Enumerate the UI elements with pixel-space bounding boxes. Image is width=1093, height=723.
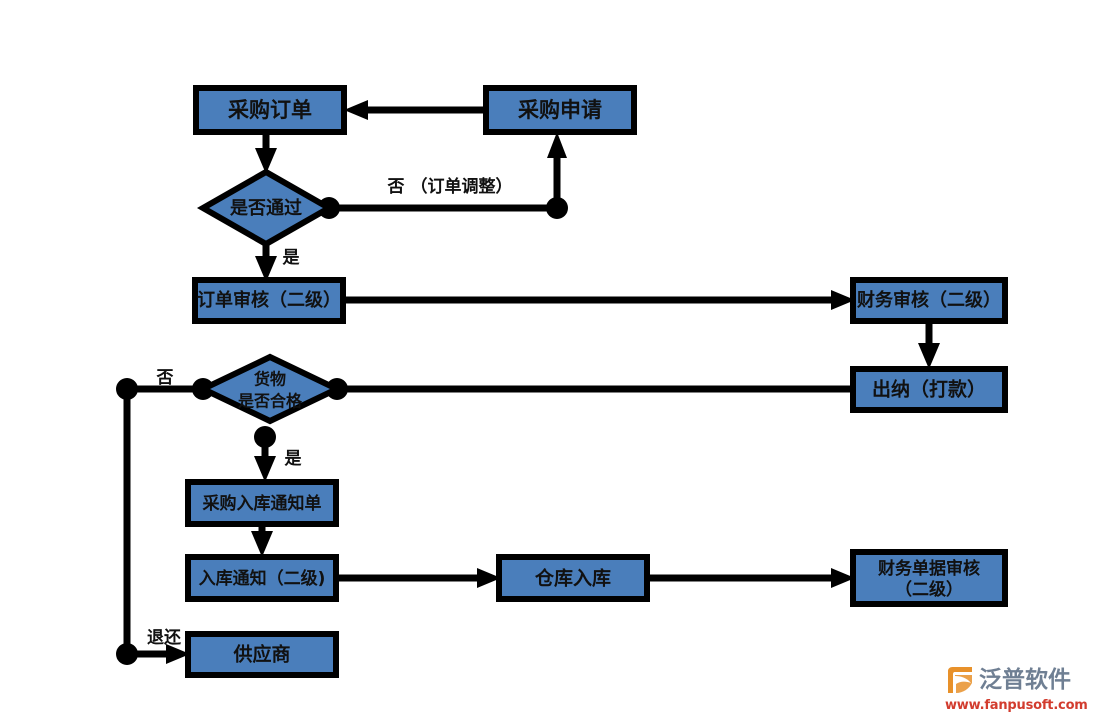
junction-dot-return-bottom xyxy=(116,643,138,665)
node-label-purchase-request: 采购申请 xyxy=(518,98,602,122)
edge-approved-yes-to-audit xyxy=(255,244,277,282)
node-label-goods-qualified-line2: 是否合格 xyxy=(237,392,303,411)
junction-dot-goods-bottom xyxy=(254,426,276,448)
node-label-purchase-order: 采购订单 xyxy=(228,98,312,122)
fanpu-logo-icon xyxy=(948,667,972,693)
node-label-inbound-notice-l2: 入库通知（二级) xyxy=(199,568,326,589)
edge-order-to-approved xyxy=(255,132,277,174)
brand-logo-row: 泛普软件 xyxy=(945,663,1085,697)
edges-layer xyxy=(116,100,940,665)
node-supplier[interactable]: 供应商 xyxy=(185,631,339,678)
junction-dot-request-return xyxy=(546,197,568,219)
edge-inbound-to-notice xyxy=(251,524,273,557)
edge-request-to-order xyxy=(344,100,486,120)
node-order-audit-l2[interactable]: 订单审核（二级） xyxy=(192,277,346,324)
edge-warehouse-to-docaudit xyxy=(647,568,855,588)
edge-approved-no-to-request xyxy=(318,132,568,219)
node-label-cashier-payment: 出纳（打款） xyxy=(872,378,986,401)
nodes-layer: 采购订单 采购申请 是否通过 订单审核（二级） 财务审核（二级） xyxy=(185,85,1008,678)
node-label-goods-qualified-line1: 货物 xyxy=(254,370,286,389)
node-is-approved[interactable]: 是否通过 xyxy=(196,168,336,248)
node-label-is-approved: 是否通过 xyxy=(229,197,302,219)
node-purchase-inbound[interactable]: 采购入库通知单 xyxy=(185,479,339,527)
node-label-finance-audit-l2: 财务审核（二级） xyxy=(857,289,1001,311)
node-inbound-notice-l2[interactable]: 入库通知（二级) xyxy=(185,554,339,602)
node-label-finance-doc-audit-line2: （二级） xyxy=(895,579,963,600)
edge-finance-to-cashier xyxy=(918,321,940,369)
edge-goods-to-cashier xyxy=(326,378,853,400)
node-label-finance-doc-audit-line1: 财务单据审核 xyxy=(877,558,980,579)
edge-label-no-order-adjust: 否 （订单调整） xyxy=(387,176,513,197)
node-label-order-audit-l2: 订单审核（二级） xyxy=(197,289,341,311)
edge-notice-to-warehouse xyxy=(336,568,501,588)
edge-label-yes-qualified: 是 xyxy=(285,449,302,469)
node-label-warehouse-inbound: 仓库入库 xyxy=(534,567,611,590)
node-finance-audit-l2[interactable]: 财务审核（二级） xyxy=(850,277,1008,324)
node-label-supplier: 供应商 xyxy=(232,643,290,666)
brand-name: 泛普软件 xyxy=(979,666,1071,693)
edge-label-no-unqualified: 否 xyxy=(156,368,174,388)
node-finance-doc-audit[interactable]: 财务单据审核 （二级） xyxy=(850,549,1008,607)
junction-dot-return-top xyxy=(116,378,138,400)
brand-logo: 泛普软件 www.fanpusoft.com xyxy=(945,663,1088,715)
brand-url: www.fanpusoft.com xyxy=(945,698,1088,713)
node-purchase-request[interactable]: 采购申请 xyxy=(483,85,637,135)
edge-label-yes-approved: 是 xyxy=(283,248,300,268)
edge-label-return: 退还 xyxy=(147,628,182,648)
node-goods-qualified[interactable]: 货物 是否合格 xyxy=(196,353,344,425)
node-cashier-payment[interactable]: 出纳（打款） xyxy=(850,366,1008,413)
node-warehouse-inbound[interactable]: 仓库入库 xyxy=(496,554,650,602)
edge-audit-to-finance xyxy=(343,290,855,310)
node-purchase-order[interactable]: 采购订单 xyxy=(193,85,347,135)
edge-goods-yes-to-inbound xyxy=(254,426,276,482)
edge-labels-layer: 否 （订单调整） 是 否 是 退还 xyxy=(147,176,512,648)
node-label-purchase-inbound: 采购入库通知单 xyxy=(202,493,322,514)
